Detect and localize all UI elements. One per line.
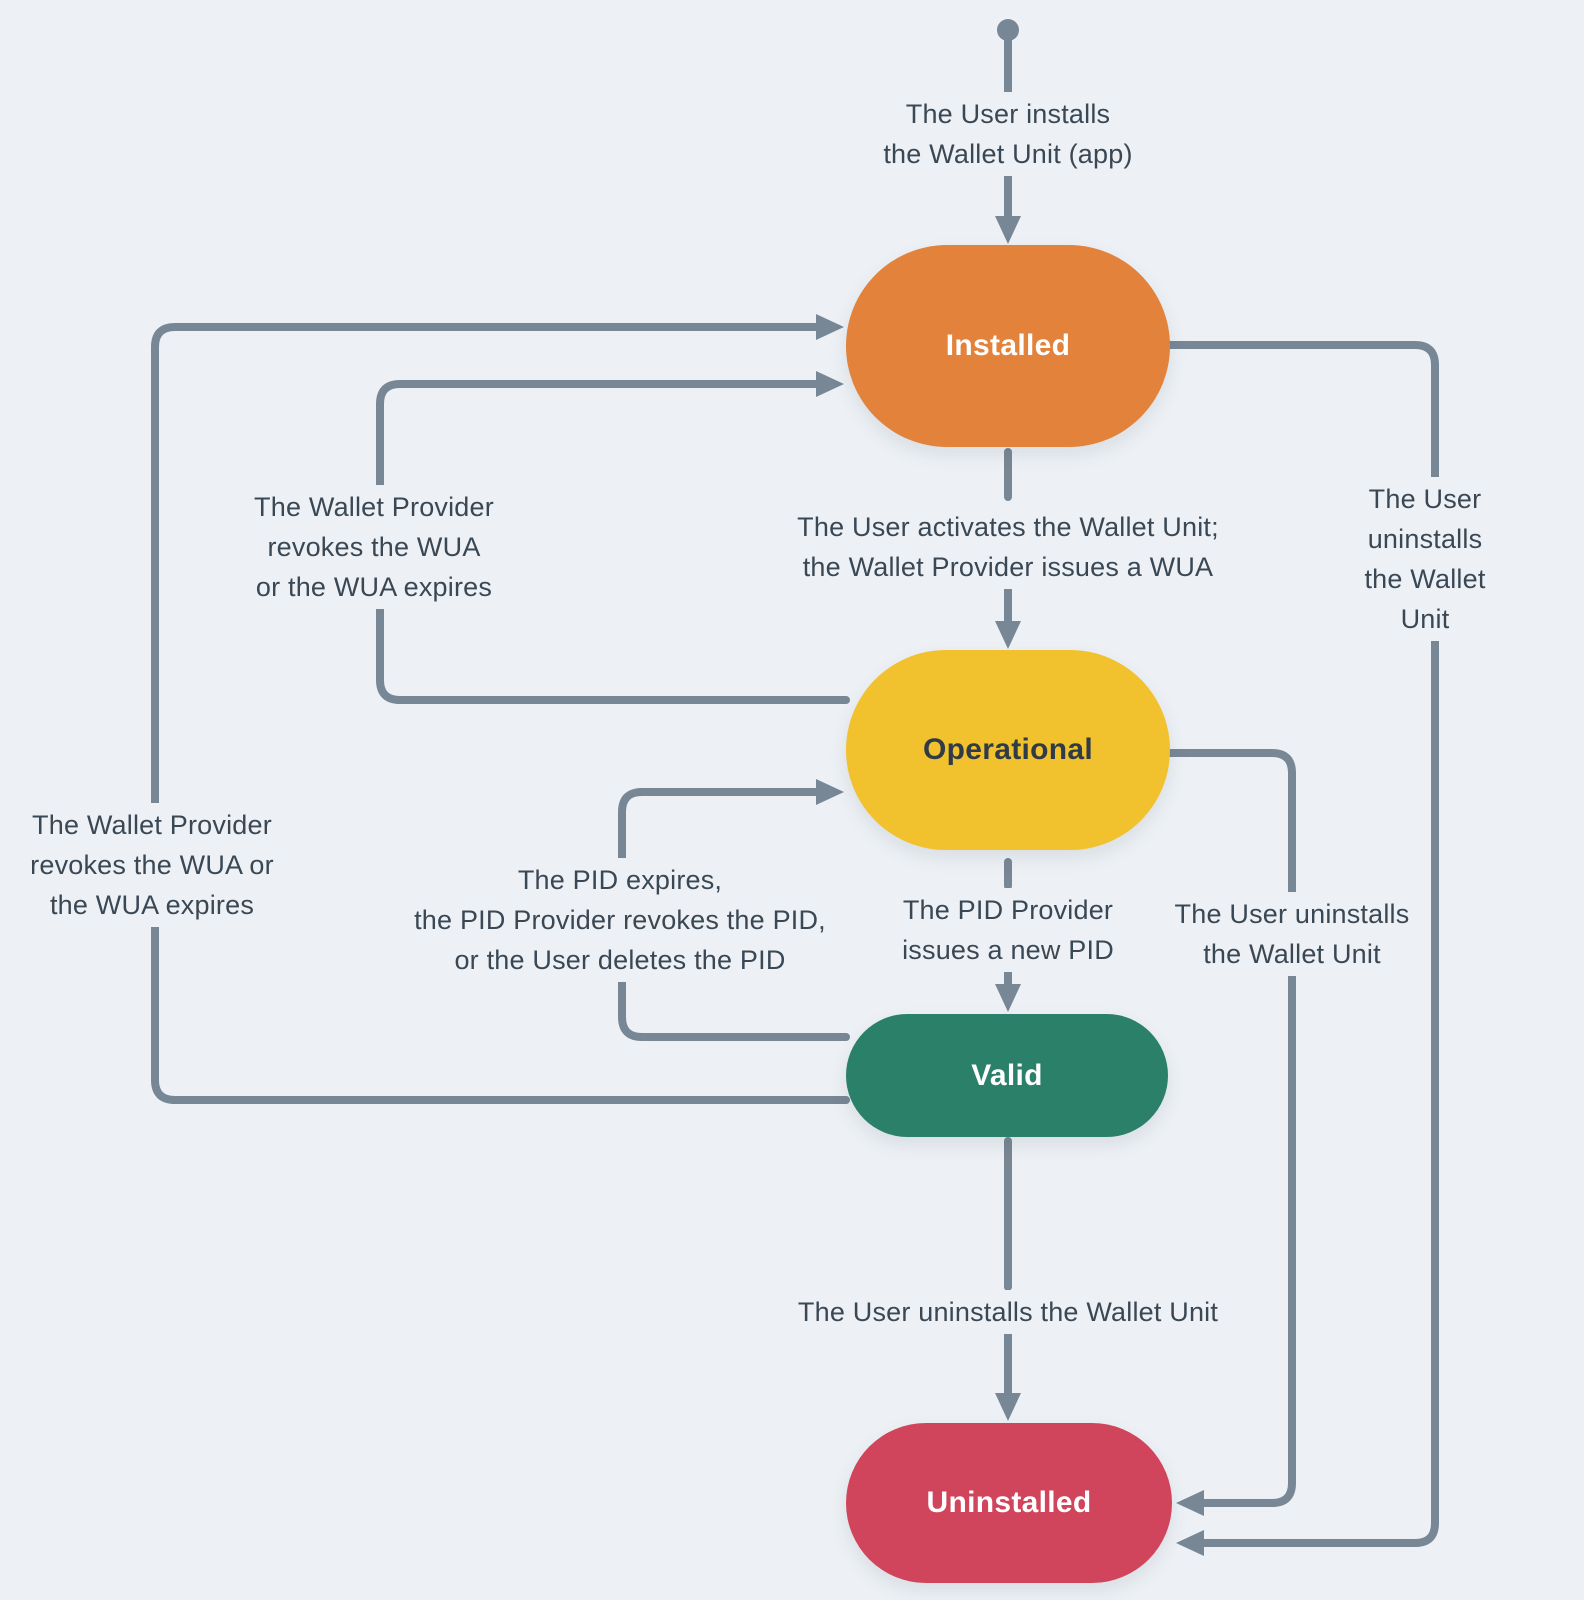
- edge-label-uninstalls-right-inner: The User uninstalls the Wallet Unit: [1162, 892, 1422, 976]
- edge-label-user-activates: The User activates the Wallet Unit; the …: [785, 505, 1231, 589]
- state-node-installed: Installed: [846, 245, 1170, 447]
- state-node-uninstalled: Uninstalled: [846, 1423, 1172, 1583]
- state-node-valid-label: Valid: [971, 1058, 1043, 1092]
- edge-label-uninstalls-bottom: The User uninstalls the Wallet Unit: [785, 1290, 1231, 1334]
- edge-label-wua-revoked-left: The Wallet Provider revokes the WUA or t…: [18, 803, 286, 927]
- edge-installed-to-uninstalled-loop: [1166, 341, 1439, 1556]
- edge-label-uninstalls-right-outer: The User uninstalls the Wallet Unit: [1345, 477, 1505, 641]
- edge-label-wua-revoked-mid: The Wallet Provider revokes the WUA or t…: [242, 485, 506, 609]
- edge-label-pid-issued: The PID Provider issues a new PID: [890, 888, 1126, 972]
- state-node-uninstalled-label: Uninstalled: [926, 1486, 1092, 1519]
- state-node-operational-label: Operational: [923, 733, 1093, 766]
- state-node-valid: Valid: [846, 1014, 1168, 1137]
- state-node-operational: Operational: [846, 650, 1170, 850]
- edge-label-pid-expires: The PID expires, the PID Provider revoke…: [402, 858, 838, 982]
- edge-operational-to-uninstalled-loop: [1166, 749, 1296, 1516]
- edge-valid-to-installed-loop: [151, 314, 850, 1104]
- edge-label-user-installs: The User installs the Wallet Unit (app): [871, 92, 1145, 176]
- state-node-installed-label: Installed: [945, 329, 1071, 362]
